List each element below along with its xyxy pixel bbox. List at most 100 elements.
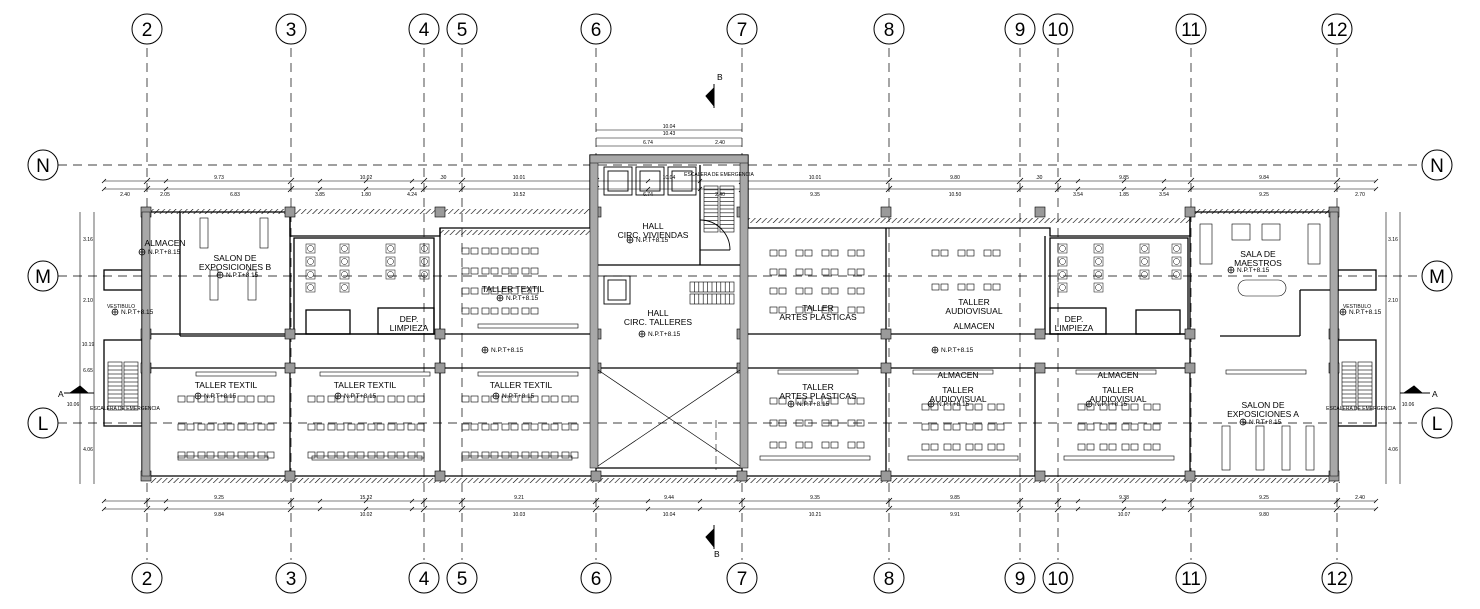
dimension-label: 9.25 — [214, 495, 224, 501]
svg-text:TALLER: TALLER — [958, 297, 990, 307]
svg-text:12: 12 — [1326, 569, 1347, 590]
grid-bubble-3-top: 3 — [275, 13, 307, 45]
svg-text:3: 3 — [286, 569, 297, 590]
svg-text:N.P.T+8.15: N.P.T+8.15 — [1237, 267, 1270, 274]
side-dimension-label: 2.10 — [1388, 298, 1398, 304]
room-label-taller-textil-s1: TALLER TEXTIL — [195, 380, 258, 390]
dimension-label: 9.73 — [214, 175, 224, 181]
column — [1184, 362, 1196, 374]
column — [434, 328, 446, 340]
level-mark: N.P.T+8.15 — [492, 392, 535, 400]
svg-text:L: L — [38, 414, 49, 435]
grid-bubble-9-bottom: 9 — [1004, 562, 1036, 594]
svg-text:N.P.T+8.15: N.P.T+8.15 — [648, 331, 681, 338]
dimension-label: 10.02 — [360, 512, 373, 518]
dimension-label: 10.02 — [360, 175, 373, 181]
dimension-label: 9.85 — [1119, 175, 1129, 181]
section-b-bottom-label: B — [714, 549, 720, 559]
svg-text:EXPOSICIONES A: EXPOSICIONES A — [1227, 409, 1299, 419]
dimension-label: 3.54 — [1159, 192, 1169, 198]
grid-bubble-5-top: 5 — [446, 13, 478, 45]
grid-bubble-2-bottom: 2 — [131, 562, 163, 594]
svg-text:TALLER: TALLER — [802, 382, 834, 392]
svg-text:6: 6 — [591, 569, 602, 590]
section-cut-a — [64, 385, 1430, 394]
svg-text:ARTES PLASTICAS: ARTES PLASTICAS — [779, 391, 857, 401]
dimension-label: 10.01 — [809, 175, 822, 181]
column — [434, 470, 446, 482]
grid-bubble-9-top: 9 — [1004, 13, 1036, 45]
level-mark: N.P.T+8.15 — [481, 346, 524, 354]
svg-text:HALL: HALL — [647, 308, 669, 318]
room-label-dep-limpieza-e: DEP.LIMPIEZA — [1055, 314, 1094, 333]
dimension-label: 9.80 — [950, 175, 960, 181]
level-mark: N.P.T+8.15 — [111, 308, 154, 316]
furniture — [177, 217, 1321, 471]
small-label: ESCALERA DE EMERGENCIA — [684, 172, 754, 178]
dimension-label: .30 — [1036, 175, 1043, 181]
grid-bubble-M-left: M — [27, 260, 59, 292]
grid-bubble-2-top: 2 — [131, 13, 163, 45]
dimension-label: 3.85 — [315, 192, 325, 198]
svg-text:TALLER TEXTIL: TALLER TEXTIL — [334, 380, 397, 390]
svg-text:CIRC. VIVIENDAS: CIRC. VIVIENDAS — [618, 230, 689, 240]
room-label-almacen-w: ALMACEN — [144, 238, 185, 248]
svg-text:N.P.T+8.15: N.P.T+8.15 — [937, 401, 970, 408]
svg-text:MAESTROS: MAESTROS — [1234, 258, 1282, 268]
dimension-label: 9.84 — [1259, 175, 1269, 181]
svg-text:5: 5 — [457, 569, 468, 590]
column — [284, 206, 296, 218]
svg-text:SALON DE: SALON DE — [1242, 400, 1285, 410]
room-label-almacen-av-s1: ALMACEN — [937, 370, 978, 380]
column — [880, 206, 892, 218]
small-label: VESTIBULO — [1343, 304, 1371, 310]
column — [880, 362, 892, 374]
svg-text:ALMACEN: ALMACEN — [937, 370, 978, 380]
level-mark: N.P.T+8.15 — [638, 330, 681, 338]
column — [590, 470, 602, 482]
svg-text:AUDIOVISUAL: AUDIOVISUAL — [1089, 394, 1146, 404]
dimension-label: 9.91 — [950, 512, 960, 518]
side-dimension-label: 4.06 — [83, 447, 93, 453]
dimension-label: 3.54 — [1073, 192, 1083, 198]
wall-fills — [141, 154, 1339, 477]
grid-bubble-10-bottom: 10 — [1042, 562, 1074, 594]
svg-text:5: 5 — [457, 20, 468, 41]
dimension-label: 10.04 — [663, 175, 676, 181]
level-mark: N.P.T+8.15 — [787, 400, 830, 408]
dimension-label: 6.83 — [230, 192, 240, 198]
svg-text:N.P.T+8.15: N.P.T+8.15 — [344, 393, 377, 400]
level-mark: N.P.T+8.15 — [1085, 400, 1128, 408]
level-mark: N.P.T+8.15 — [1227, 266, 1270, 274]
grid-bubble-12-bottom: 12 — [1321, 562, 1353, 594]
side-dimension-label: 10.19 — [82, 342, 95, 348]
svg-text:N.P.T+8.15: N.P.T+8.15 — [502, 393, 535, 400]
svg-text:TALLER: TALLER — [1102, 385, 1134, 395]
grid-bubble-11-top: 11 — [1175, 13, 1207, 45]
column — [1184, 206, 1196, 218]
svg-text:8: 8 — [884, 569, 895, 590]
dimension-label: 2.05 — [160, 192, 170, 198]
column — [1034, 206, 1046, 218]
room-label-taller-textil-n: TALLER TEXTIL — [482, 284, 545, 294]
svg-text:9: 9 — [1015, 20, 1026, 41]
grid-bubble-N-right: N — [1421, 149, 1453, 181]
dimension-label: 9.85 — [950, 495, 960, 501]
dimension-label: 9.25 — [1259, 192, 1269, 198]
grid-bubble-11-bottom: 11 — [1175, 562, 1207, 594]
grid-bubble-12-top: 12 — [1321, 13, 1353, 45]
svg-text:LIMPIEZA: LIMPIEZA — [1055, 323, 1094, 333]
svg-text:7: 7 — [737, 20, 748, 41]
grid-bubble-7-top: 7 — [726, 13, 758, 45]
dimension-label: 10.01 — [513, 175, 526, 181]
column — [1184, 470, 1196, 482]
dimension-label: 4.24 — [407, 192, 417, 198]
svg-text:TALLER: TALLER — [802, 303, 834, 313]
